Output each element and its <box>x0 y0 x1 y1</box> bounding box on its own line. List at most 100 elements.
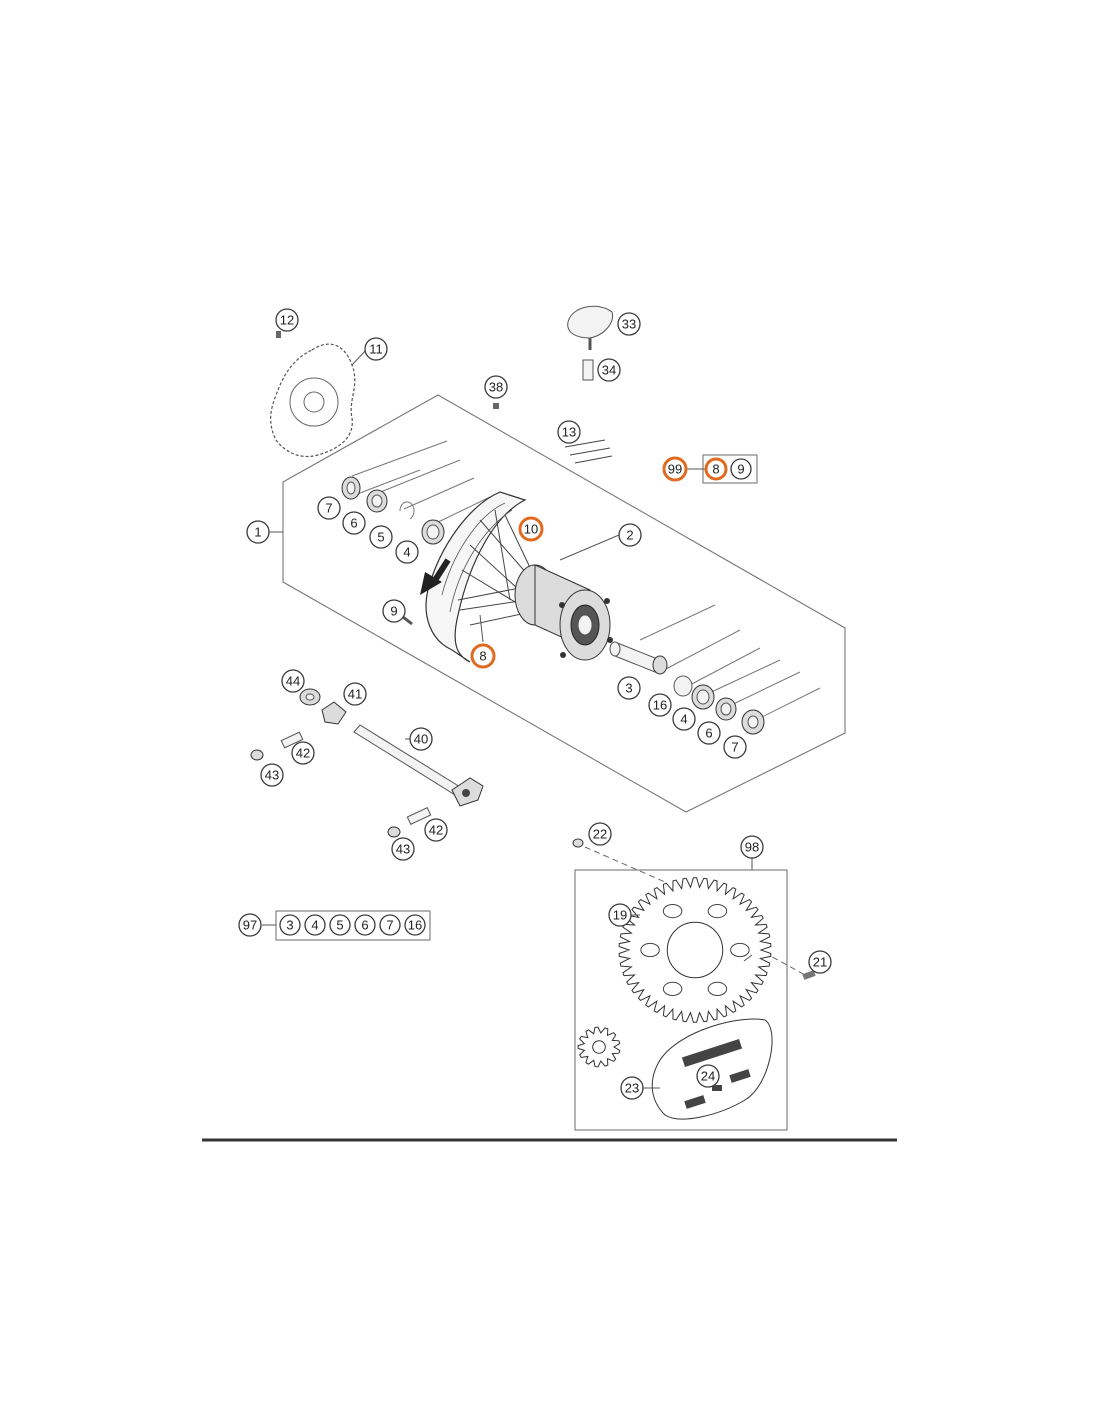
svg-text:13: 13 <box>562 425 576 440</box>
leader-lines-right <box>639 604 821 723</box>
kit-97-item-1: 4 <box>304 914 326 936</box>
kit-97-callout: 97 <box>238 913 262 937</box>
callout-38: 38 <box>484 375 508 399</box>
svg-text:24: 24 <box>701 1069 715 1084</box>
nut-22 <box>572 838 584 848</box>
right-bearing-stack <box>609 641 765 735</box>
svg-text:9: 9 <box>737 462 744 477</box>
callout-10-highlighted: 10 <box>518 516 544 542</box>
svg-text:4: 4 <box>680 712 687 727</box>
nut-43-bottom <box>387 826 401 838</box>
nut-43-top <box>250 749 264 761</box>
svg-text:43: 43 <box>265 768 279 783</box>
callout-9: 9 <box>382 599 406 623</box>
callout-42-top: 42 <box>291 741 315 765</box>
callout-22: 22 <box>588 822 612 846</box>
svg-text:7: 7 <box>325 501 332 516</box>
svg-text:5: 5 <box>377 530 384 545</box>
callout-98: 98 <box>740 835 764 859</box>
spacer-16 <box>673 675 693 697</box>
callout-12: 12 <box>275 308 299 332</box>
callout-1: 1 <box>246 520 270 544</box>
svg-text:9: 9 <box>390 604 397 619</box>
svg-text:98: 98 <box>745 840 759 855</box>
spacer-sleeve-3 <box>614 641 656 673</box>
callout-23: 23 <box>620 1076 644 1100</box>
svg-text:10: 10 <box>524 522 538 537</box>
front-sprocket <box>577 1026 621 1068</box>
callout-6-right: 6 <box>697 721 721 745</box>
svg-text:2: 2 <box>626 528 633 543</box>
wheel-hub <box>514 564 613 661</box>
kit-98-frame <box>574 869 788 1131</box>
brake-disc <box>270 343 356 458</box>
valve-38 <box>493 403 499 409</box>
svg-text:42: 42 <box>296 746 310 761</box>
callout-41: 41 <box>343 682 367 706</box>
svg-text:7: 7 <box>386 918 393 933</box>
adjuster-41 <box>321 701 347 725</box>
svg-text:11: 11 <box>369 342 383 357</box>
dash-line-21 <box>719 927 806 976</box>
dash-line-22 <box>584 846 666 883</box>
nut-34 <box>582 359 594 381</box>
callout-21: 21 <box>808 950 832 974</box>
kit-99-item-0: 8 <box>704 457 728 481</box>
rim-tape-13 <box>564 439 613 464</box>
kit-97-item-2: 5 <box>329 914 351 936</box>
svg-text:4: 4 <box>403 545 410 560</box>
rotation-arrow <box>420 558 451 595</box>
callout-3: 3 <box>617 676 641 700</box>
callout-34: 34 <box>597 358 621 382</box>
screw-9 <box>402 615 413 626</box>
callout-24: 24 <box>696 1064 720 1088</box>
svg-text:23: 23 <box>625 1081 639 1096</box>
svg-text:6: 6 <box>705 726 712 741</box>
kit-99-item-1: 9 <box>730 458 752 480</box>
kit-99-callout: 99 <box>662 456 688 482</box>
svg-text:19: 19 <box>613 908 627 923</box>
circlip-5 <box>399 501 415 520</box>
kit-97-item-5: 16 <box>404 914 426 936</box>
callout-4-left: 4 <box>395 540 419 564</box>
wheel-rim <box>425 491 527 663</box>
callout-33: 33 <box>617 312 641 336</box>
wheel-assembly-frame <box>282 394 846 813</box>
svg-text:5: 5 <box>336 918 343 933</box>
callout-7-right: 7 <box>723 735 747 759</box>
svg-text:33: 33 <box>622 317 636 332</box>
svg-text:6: 6 <box>361 918 368 933</box>
svg-text:34: 34 <box>602 363 616 378</box>
callout-11: 11 <box>364 337 388 361</box>
svg-text:97: 97 <box>243 918 257 933</box>
rim-lock-33 <box>567 305 614 350</box>
kit-97-item-3: 6 <box>354 914 376 936</box>
bolt-21 <box>802 970 816 980</box>
svg-text:16: 16 <box>408 918 422 933</box>
svg-text:8: 8 <box>712 462 719 477</box>
callout-44: 44 <box>281 669 305 693</box>
svg-text:43: 43 <box>396 842 410 857</box>
svg-text:7: 7 <box>731 740 738 755</box>
callout-13: 13 <box>557 420 581 444</box>
svg-text:12: 12 <box>280 313 294 328</box>
bolt-12 <box>276 331 281 338</box>
svg-text:4: 4 <box>311 918 318 933</box>
axle-40 <box>353 724 484 807</box>
svg-text:41: 41 <box>348 687 362 702</box>
left-bearing-stack <box>341 476 445 545</box>
svg-text:8: 8 <box>479 649 486 664</box>
svg-text:6: 6 <box>350 516 357 531</box>
callout-40: 40 <box>409 727 433 751</box>
svg-text:44: 44 <box>286 674 300 689</box>
kit-97-item-4: 7 <box>379 914 401 936</box>
svg-text:99: 99 <box>668 462 682 477</box>
svg-text:21: 21 <box>813 955 827 970</box>
callout-5: 5 <box>369 525 393 549</box>
callout-19: 19 <box>608 903 632 927</box>
callout-8-highlighted: 8 <box>470 643 496 669</box>
bolt-42-top <box>280 731 304 749</box>
callout-43-top: 43 <box>260 763 284 787</box>
